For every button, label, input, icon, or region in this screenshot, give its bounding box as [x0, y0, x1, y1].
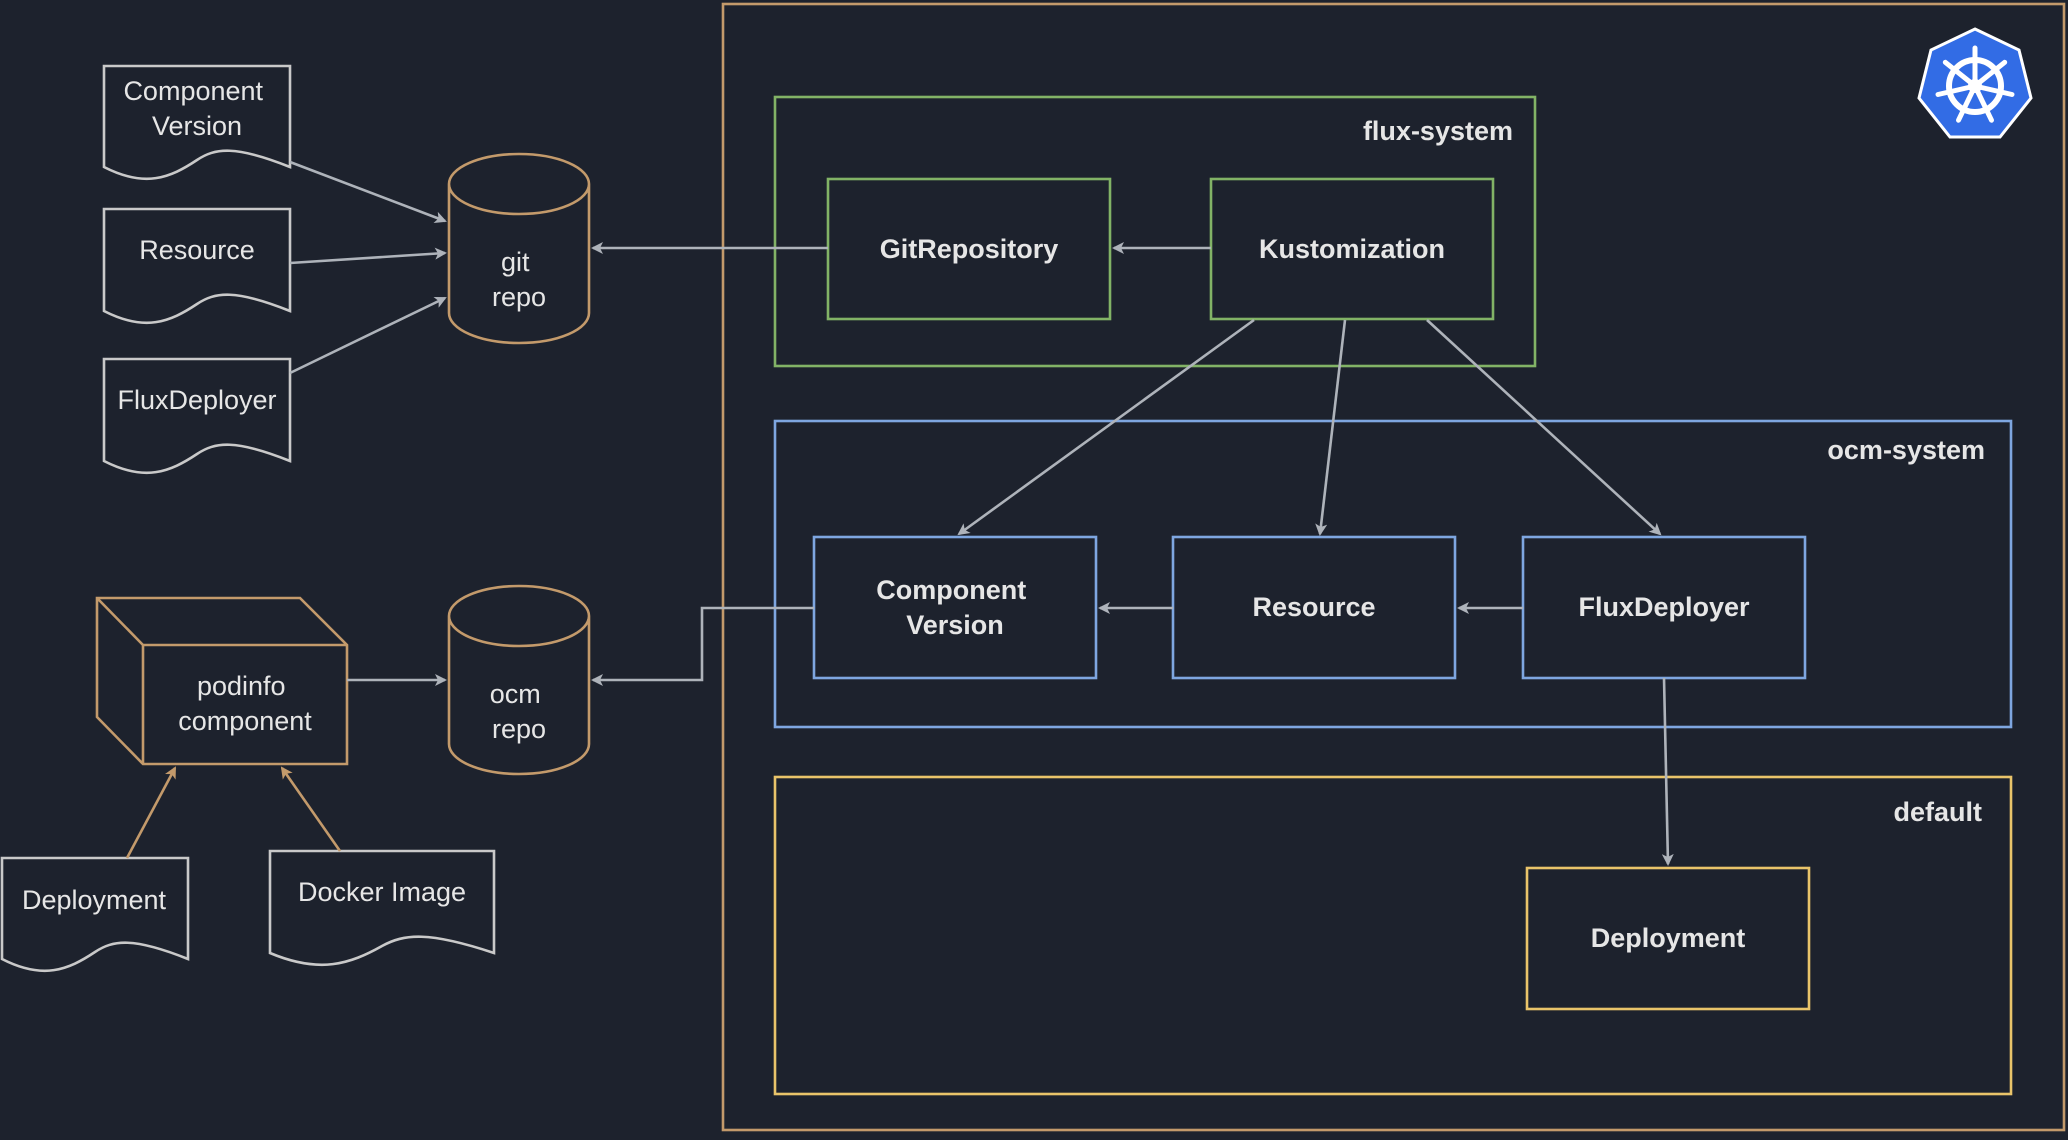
- flux-system-namespace: [773, 95, 1537, 368]
- git-repo-label: git repo: [492, 247, 546, 312]
- edge-kustomization-to-resource: [1315, 319, 1347, 536]
- edge-resource-doc-to-git-repo: [289, 247, 447, 265]
- ocm-repo-label: ocm repo: [490, 679, 549, 744]
- default-namespace: [773, 775, 2013, 1096]
- deployment-document-label: Deployment: [22, 885, 167, 915]
- ocm-system-namespace: [773, 419, 2013, 729]
- edge-component-version-to-ocm-repo: [591, 606, 814, 686]
- deployment-node[interactable]: [1525, 866, 1811, 1011]
- kustomization-label: Kustomization: [1259, 234, 1445, 264]
- component-version-document[interactable]: Component Version: [102, 64, 292, 181]
- component-version-node[interactable]: [812, 535, 1098, 680]
- deployment-label: Deployment: [1591, 923, 1746, 953]
- edge-component-version-doc-to-git-repo: [289, 160, 447, 224]
- edge-fluxdeployer-doc-to-git-repo: [289, 296, 447, 375]
- fluxdeployer-document-label: FluxDeployer: [117, 385, 276, 415]
- deployment-document[interactable]: Deployment: [0, 856, 190, 973]
- resource-label: Resource: [1252, 592, 1375, 622]
- docker-image-document-label: Docker Image: [298, 877, 466, 907]
- component-version-label: Component Version: [876, 575, 1034, 640]
- git-repo-cylinder[interactable]: git repo: [447, 152, 591, 345]
- edge-kustomization-to-fluxdeployer: [1426, 319, 1662, 536]
- flux-system-label: flux-system: [1363, 116, 1513, 146]
- component-version-document-label: Component Version: [123, 76, 270, 141]
- kubernetes-cluster-boundary: [721, 2, 2066, 1132]
- ocm-system-label: ocm-system: [1827, 435, 1985, 465]
- resource-document[interactable]: Resource: [102, 207, 292, 325]
- edge-kustomization-to-component-version: [957, 318, 1255, 536]
- edge-fluxdeployer-to-deployment: [1661, 677, 1674, 866]
- docker-image-document[interactable]: Docker Image: [268, 849, 496, 967]
- edge-docker-image-doc-to-podinfo: [280, 766, 342, 852]
- gitrepository-label: GitRepository: [880, 234, 1059, 264]
- edge-deployment-doc-to-podinfo: [125, 766, 177, 859]
- fluxdeployer-document[interactable]: FluxDeployer: [102, 357, 292, 475]
- podinfo-component-box[interactable]: podinfo component: [95, 596, 349, 766]
- ocm-repo-cylinder[interactable]: ocm repo: [447, 584, 591, 776]
- kubernetes-icon: [1917, 27, 2033, 139]
- podinfo-component-label: podinfo component: [178, 671, 312, 736]
- fluxdeployer-label: FluxDeployer: [1578, 592, 1750, 622]
- resource-document-label: Resource: [139, 235, 255, 265]
- default-label: default: [1893, 797, 1982, 827]
